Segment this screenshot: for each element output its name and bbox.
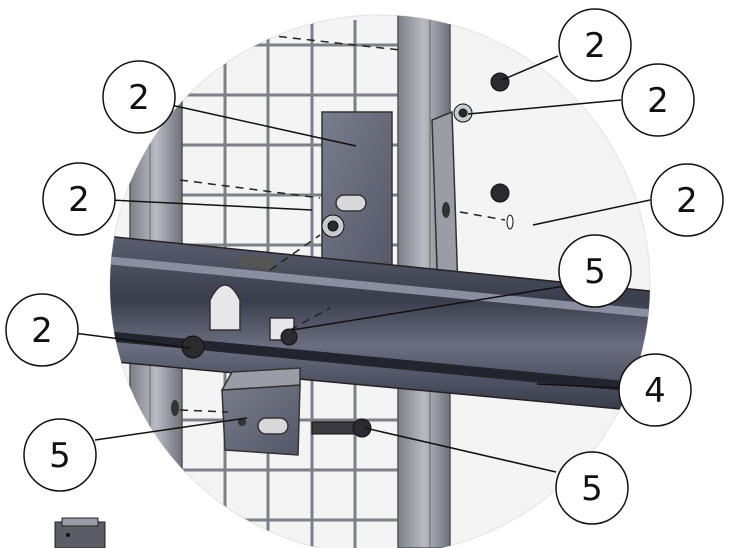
callout-c7: 2 (5, 293, 79, 367)
callout-c4: 2 (42, 162, 116, 236)
callout-label: 2 (584, 26, 606, 66)
callout-label: 5 (584, 252, 606, 292)
callout-c6: 5 (558, 234, 632, 308)
callout-c8: 4 (618, 353, 692, 427)
post-thumbnail-icon (54, 517, 106, 548)
callout-label: 5 (581, 469, 603, 509)
callout-label: 2 (128, 78, 150, 118)
callout-c1: 2 (558, 8, 632, 82)
callout-c2: 2 (621, 63, 695, 137)
callout-label: 2 (68, 180, 90, 220)
callout-label: 5 (49, 436, 71, 476)
upper-mounting-plate (321, 111, 393, 286)
callout-c3: 2 (102, 60, 176, 134)
callout-label: 2 (31, 311, 53, 351)
callout-c9: 5 (23, 418, 97, 492)
callout-c10: 5 (555, 451, 629, 525)
callout-label: 4 (644, 371, 666, 411)
alignment-lines (179, 34, 506, 413)
callout-label: 2 (676, 181, 698, 221)
leader-lines (73, 55, 651, 473)
lower-bracket (220, 367, 301, 456)
callout-c5: 2 (650, 163, 724, 237)
bolt-hardware (181, 72, 514, 438)
callout-label: 2 (647, 81, 669, 121)
